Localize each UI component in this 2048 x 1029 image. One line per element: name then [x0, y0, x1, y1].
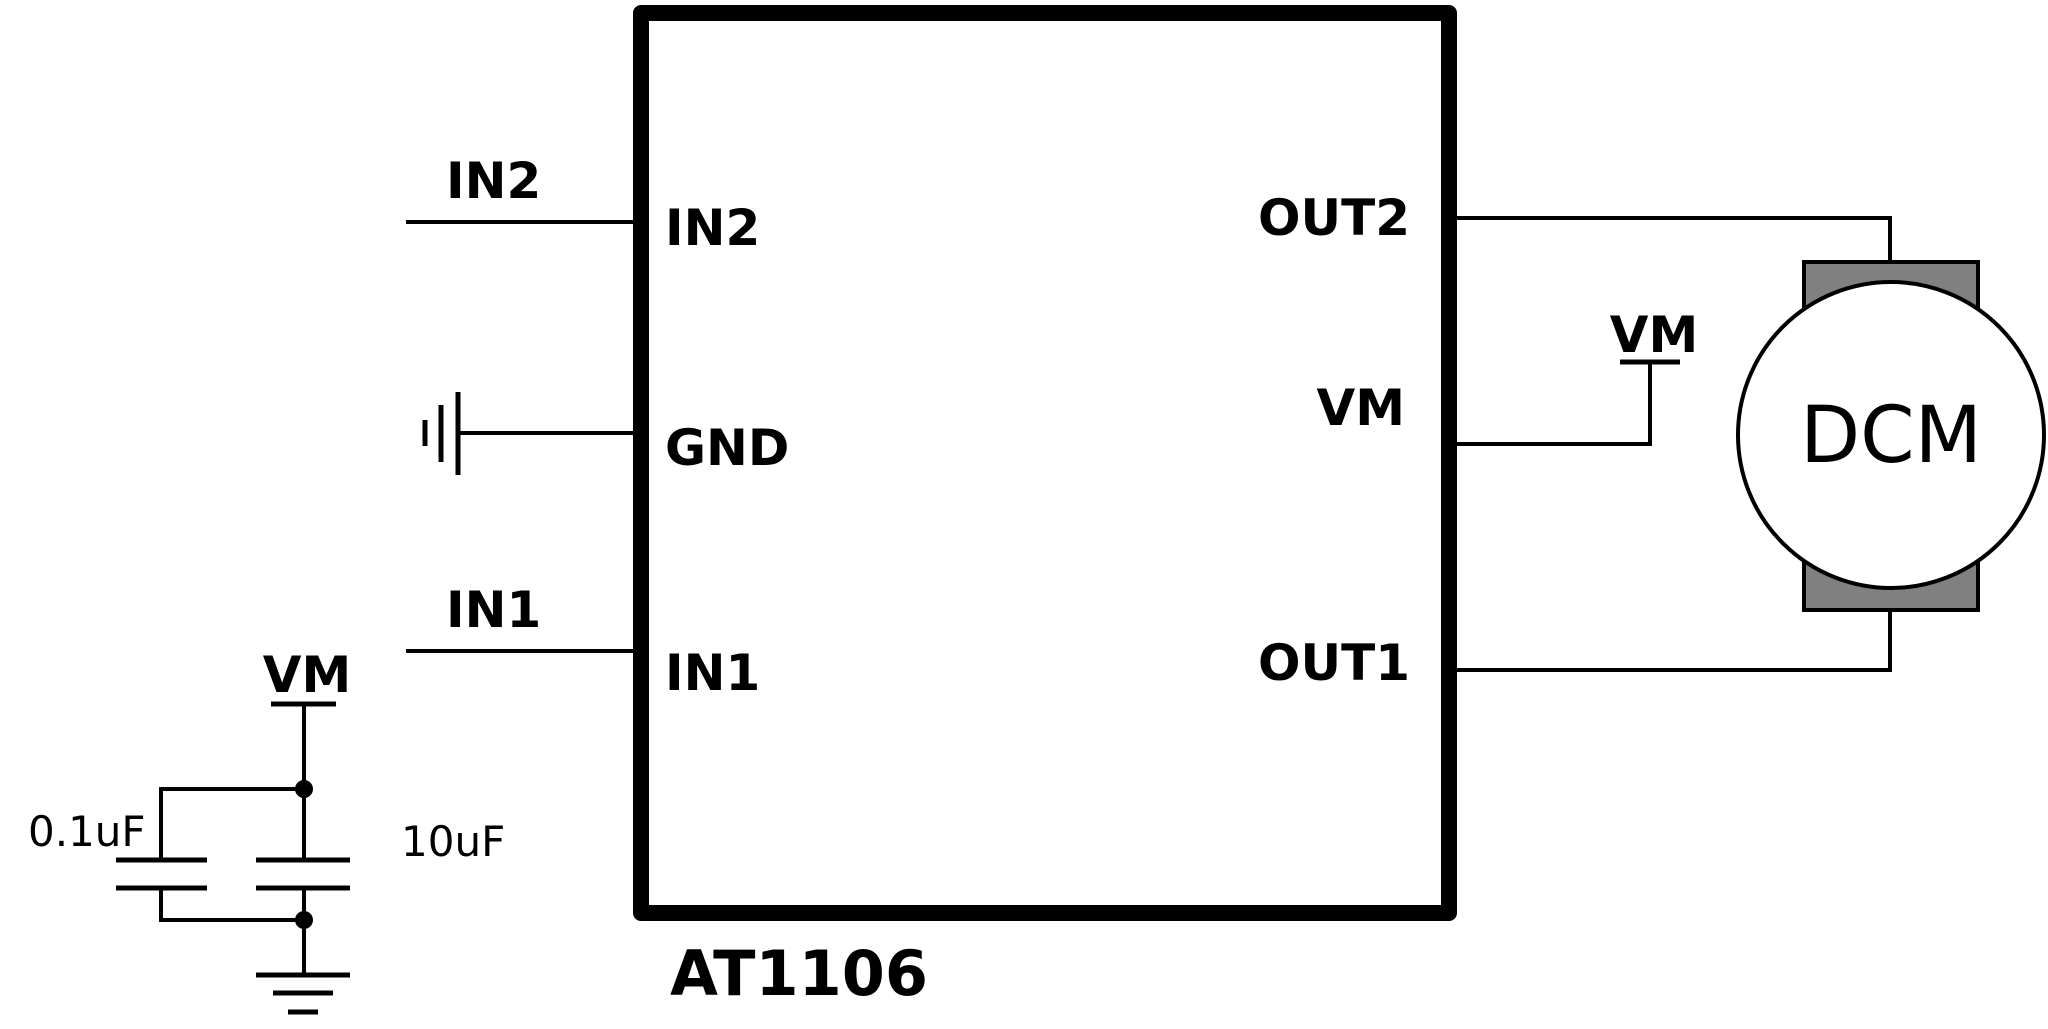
chip-name: AT1106 [670, 937, 928, 1010]
dc-motor-icon [1736, 260, 2046, 612]
pin-label-out1: OUT1 [1258, 634, 1410, 692]
wire-cap-small-top [159, 787, 304, 860]
wire-vm [1457, 362, 1652, 446]
wire-out2 [1457, 216, 1892, 262]
net-label-in1: IN1 [446, 581, 541, 639]
wire-cap-small-bottom [159, 888, 304, 922]
capacitor-icon [256, 857, 350, 891]
motor-body [1736, 280, 2046, 590]
pin-label-gnd: GND [665, 419, 789, 477]
net-label-vm-motor: VM [1610, 306, 1698, 364]
junction-top [295, 780, 313, 798]
cap-label-small: 0.1uF [28, 807, 146, 856]
pin-label-out2: OUT2 [1258, 189, 1410, 247]
chip-body [633, 5, 1457, 921]
ground-icon [256, 972, 350, 1015]
capacitor-icon [116, 857, 207, 891]
pin-label-in2: IN2 [665, 199, 760, 257]
wire-out1 [1457, 610, 1892, 672]
pin-label-in1: IN1 [665, 644, 760, 702]
cap-label-large: 10uF [401, 817, 505, 866]
ground-icon [422, 392, 461, 475]
net-label-vm-caps: VM [263, 646, 351, 704]
junction-bottom [295, 911, 313, 929]
pin-label-vm: VM [1317, 379, 1405, 437]
motor-label: DCM [1800, 391, 1982, 481]
net-label-in2: IN2 [446, 152, 541, 210]
